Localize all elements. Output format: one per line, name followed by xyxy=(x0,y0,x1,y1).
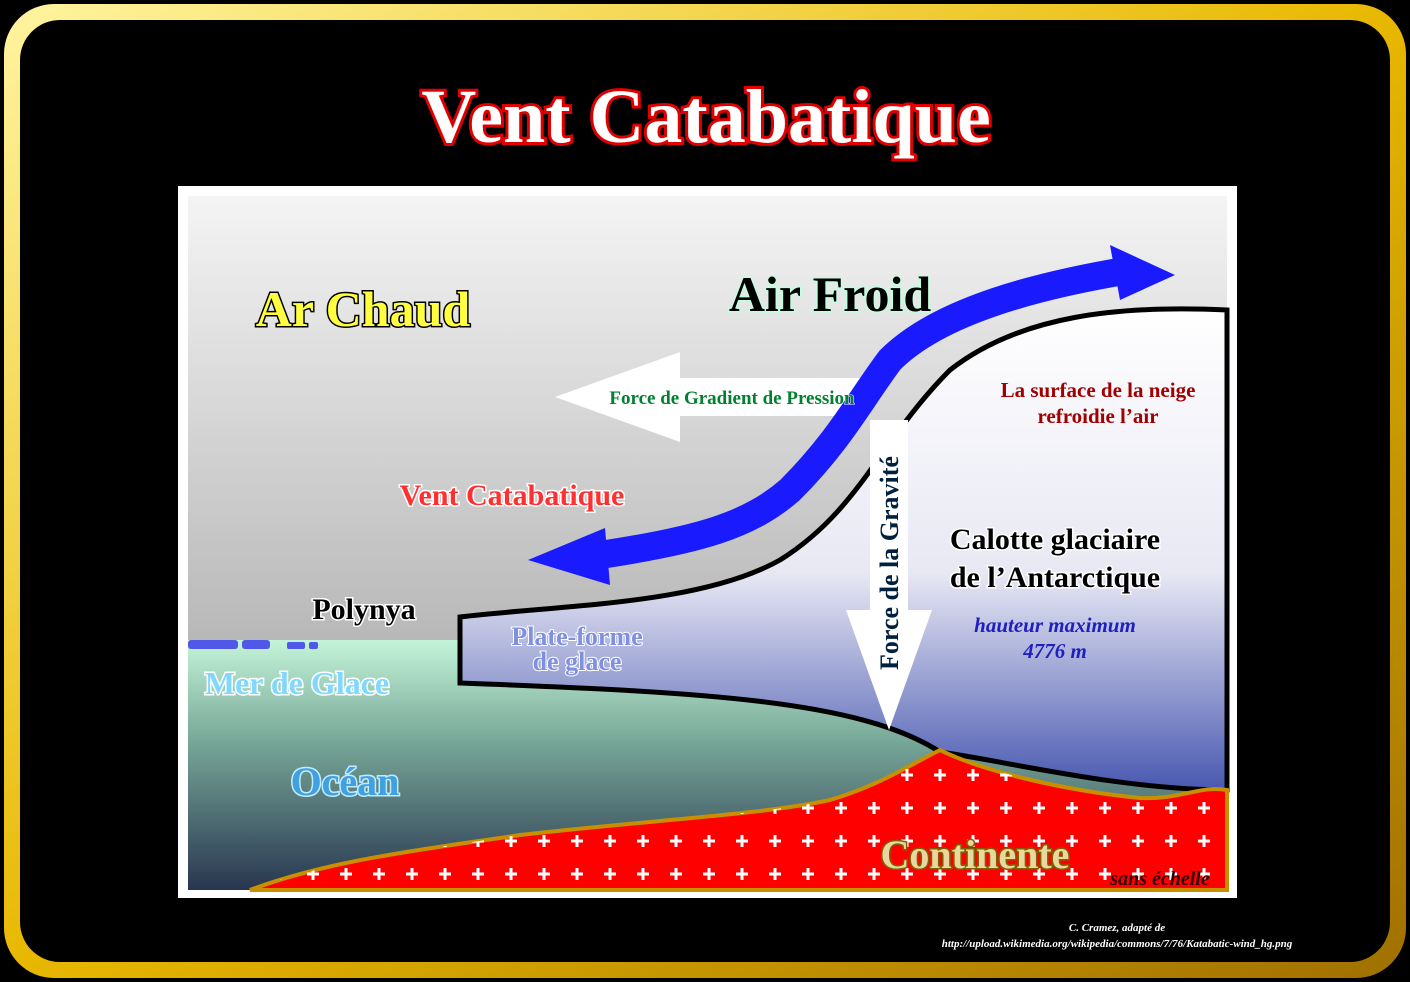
warm-air-label: Ar Chaud xyxy=(256,281,471,337)
scale-note: sans échelle xyxy=(1109,868,1210,890)
ice-cap-label-1: Calotte glaciaire xyxy=(950,523,1160,556)
polynya-label: Polynya xyxy=(312,593,415,626)
gravity-force-label: Force de la Gravité xyxy=(875,456,904,670)
gravity-arrow xyxy=(846,420,932,730)
ocean-label: Océan xyxy=(291,759,400,804)
pressure-gradient-arrow xyxy=(555,352,868,442)
page-title: Vent Catabatique xyxy=(421,75,990,159)
katabatic-wind-label: Vent Catabatique xyxy=(400,479,625,512)
cold-air-label: Air Froid xyxy=(729,266,932,322)
pressure-force-label: Force de Gradient de Pression xyxy=(609,388,855,409)
snow-surface-label-1: La surface de la neige xyxy=(1001,378,1196,402)
ice-sheet xyxy=(457,306,1230,793)
sea-ice-floes xyxy=(188,640,318,649)
continent-label: Continente xyxy=(881,832,1070,877)
credit-line-1: C. Cramez, adapté de xyxy=(1069,922,1165,934)
katabatic-wind-arrow xyxy=(528,245,1175,585)
ice-shelf-label-2: de glace xyxy=(533,647,622,676)
ice-cap-label-2: de l’Antarctique xyxy=(950,561,1160,594)
snow-surface-label-2: refroidie l’air xyxy=(1037,404,1158,428)
sea-ice-label: Mer de Glace xyxy=(205,665,389,701)
max-height-value: 4776 m xyxy=(1022,639,1087,663)
ice-shelf-label-1: Plate-forme xyxy=(511,622,642,651)
max-height-label: hauteur maximum xyxy=(974,613,1136,637)
credit-line-2: http://upload.wikimedia.org/wikipedia/co… xyxy=(942,938,1293,950)
